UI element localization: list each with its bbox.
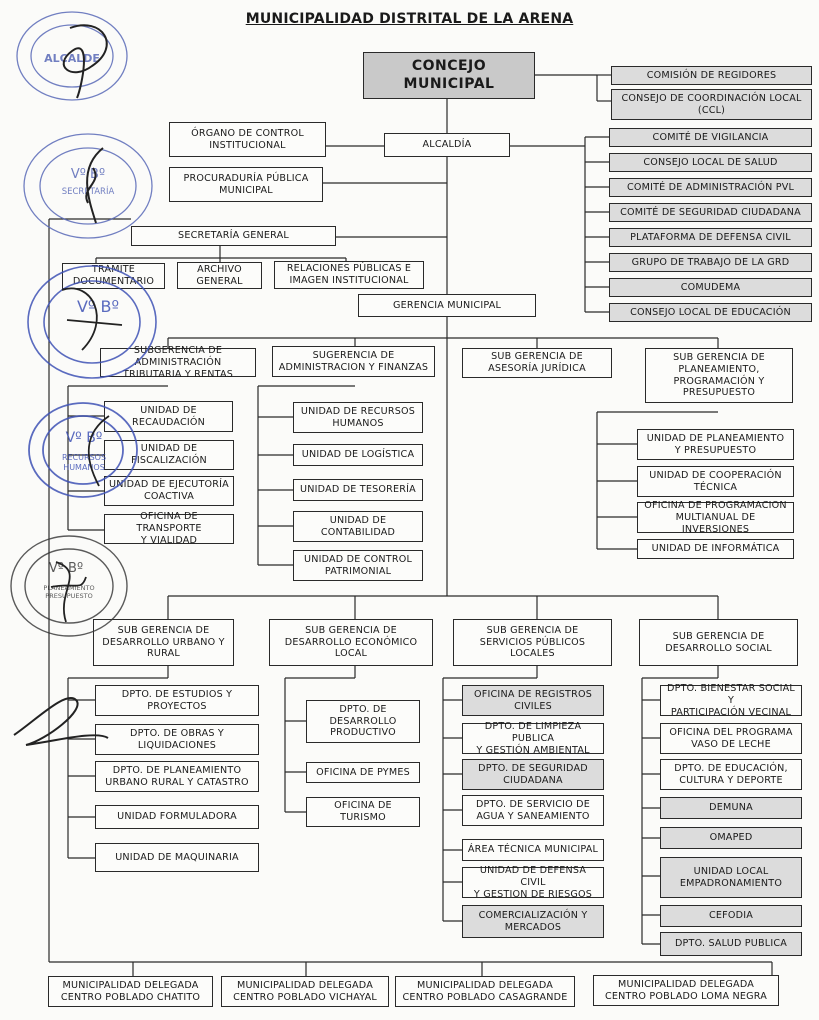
node-sg-admin-finanzas: SUGERENCIA DE ADMINISTRACION Y FINANZAS — [272, 346, 435, 377]
node-secretaria-general: SECRETARÍA GENERAL — [131, 226, 336, 246]
node-dpto-agua: DPTO. DE SERVICIO DE AGUA Y SANEAMIENTO — [462, 795, 604, 826]
node-alcaldia: ALCALDÍA — [384, 133, 510, 157]
node-dpto-obras: DPTO. DE OBRAS Y LIQUIDACIONES — [95, 724, 259, 755]
node-oficina-registros: OFICINA DE REGISTROS CIVILES — [462, 685, 604, 716]
node-md-casagrande: MUNICIPALIDAD DELEGADA CENTRO POBLADO CA… — [395, 976, 575, 1007]
node-sg-planeamiento: SUB GERENCIA DE PLANEAMIENTO, PROGRAMACI… — [645, 348, 793, 403]
node-md-vichayal: MUNICIPALIDAD DELEGADA CENTRO POBLADO VI… — [221, 976, 389, 1007]
node-unidad-contabilidad: UNIDAD DE CONTABILIDAD — [293, 511, 423, 542]
node-comite-seguridad: COMITÉ DE SEGURIDAD CIUDADANA — [609, 203, 812, 222]
node-comision-regidores: COMISIÓN DE REGIDORES — [611, 66, 812, 85]
node-dpto-estudios: DPTO. DE ESTUDIOS Y PROYECTOS — [95, 685, 259, 716]
node-unidad-tesoreria: UNIDAD DE TESORERÍA — [293, 479, 423, 501]
node-dpto-planeamiento-urbano: DPTO. DE PLANEAMIENTO URBANO RURAL Y CAT… — [95, 761, 259, 792]
node-unidad-maquinaria: UNIDAD DE MAQUINARIA — [95, 843, 259, 872]
node-ccl: CONSEJO DE COORDINACIÓN LOCAL (CCL) — [611, 89, 812, 120]
node-md-chatito: MUNICIPALIDAD DELEGADA CENTRO POBLADO CH… — [48, 976, 213, 1007]
node-sg-desarrollo-economico: SUB GERENCIA DE DESARROLLO ECONÓMICO LOC… — [269, 619, 433, 666]
node-comite-pvl: COMITÉ DE ADMINISTRACIÓN PVL — [609, 178, 812, 197]
node-sg-admin-tributaria: SUBGERENCIA DE ADMINISTRACIÓN TRIBUTARIA… — [100, 345, 256, 380]
node-comudema: COMUDEMA — [609, 278, 812, 297]
node-unidad-empadronamiento: UNIDAD LOCAL EMPADRONAMIENTO — [660, 857, 802, 898]
node-sg-asesoria: SUB GERENCIA DE ASESORÍA JURÍDICA — [462, 348, 612, 378]
node-unidad-formuladora: UNIDAD FORMULADORA — [95, 805, 259, 829]
node-unidad-informatica: UNIDAD DE INFORMÁTICA — [637, 539, 794, 559]
node-md-loma-negra: MUNICIPALIDAD DELEGADA CENTRO POBLADO LO… — [593, 975, 779, 1006]
node-cefodia: CEFODIA — [660, 905, 802, 927]
node-comite-vigilancia: COMITÉ DE VIGILANCIA — [609, 128, 812, 147]
node-gerencia-municipal: GERENCIA MUNICIPAL — [358, 294, 536, 317]
node-consejo-educacion: CONSEJO LOCAL DE EDUCACIÓN — [609, 303, 812, 322]
node-procuraduria: PROCURADURÍA PÚBLICA MUNICIPAL — [169, 167, 323, 202]
node-consejo-salud: CONSEJO LOCAL DE SALUD — [609, 153, 812, 172]
node-unidad-control-patrimonial: UNIDAD DE CONTROL PATRIMONIAL — [293, 550, 423, 581]
node-demuna: DEMUNA — [660, 797, 802, 819]
node-oficina-transporte: OFICINA DE TRANSPORTE Y VIALIDAD — [104, 511, 234, 546]
node-unidad-recaudacion: UNIDAD DE RECAUDACIÓN — [104, 401, 233, 432]
node-dpto-educacion: DPTO. DE EDUCACIÓN, CULTURA Y DEPORTE — [660, 759, 802, 790]
node-unidad-rrhh: UNIDAD DE RECURSOS HUMANOS — [293, 402, 423, 433]
node-unidad-planeamiento: UNIDAD DE PLANEAMIENTO Y PRESUPUESTO — [637, 429, 794, 460]
node-oficina-vaso-leche: OFICINA DEL PROGRAMA VASO DE LECHE — [660, 723, 802, 754]
node-sg-desarrollo-social: SUB GERENCIA DE DESARROLLO SOCIAL — [639, 619, 798, 666]
node-unidad-ejecutoria: UNIDAD DE EJECUTORÍA COACTIVA — [104, 476, 234, 506]
node-sg-desarrollo-urbano: SUB GERENCIA DE DESARROLLO URBANO Y RURA… — [93, 619, 234, 666]
node-unidad-cooperacion: UNIDAD DE COOPERACIÓN TÉCNICA — [637, 466, 794, 497]
node-dpto-salud: DPTO. SALUD PUBLICA — [660, 932, 802, 956]
node-oficina-turismo: OFICINA DE TURISMO — [306, 797, 420, 827]
node-dpto-limpieza: DPTO. DE LIMPIEZA PUBLICA Y GESTIÓN AMBI… — [462, 721, 604, 756]
node-sg-servicios-publicos: SUB GERENCIA DE SERVICIOS PÚBLICOS LOCAL… — [453, 619, 612, 666]
node-tramite: TRÁMITE DOCUMENTARIO — [62, 263, 165, 289]
node-area-tecnica: ÁREA TÉCNICA MUNICIPAL — [462, 839, 604, 861]
node-oficina-pymes: OFICINA DE PYMES — [306, 762, 420, 783]
node-comercializacion: COMERCIALIZACIÓN Y MERCADOS — [462, 905, 604, 938]
node-relaciones: RELACIONES PÚBLICAS E IMAGEN INSTITUCION… — [274, 261, 424, 289]
node-oficina-programacion: OFICINA DE PROGRAMACION MULTIANUAL DE IN… — [637, 500, 794, 535]
node-unidad-fiscalizacion: UNIDAD DE FISCALIZACIÓN — [104, 440, 234, 470]
node-concejo-municipal: CONCEJO MUNICIPAL — [363, 52, 535, 99]
node-archivo: ARCHIVO GENERAL — [177, 262, 262, 289]
node-dpto-bienestar: DPTO. BIENESTAR SOCIAL Y PARTICIPACIÓN V… — [660, 683, 802, 718]
node-grupo-grd: GRUPO DE TRABAJO DE LA GRD — [609, 253, 812, 272]
node-unidad-logistica: UNIDAD DE LOGÍSTICA — [293, 444, 423, 466]
node-organo-control: ÓRGANO DE CONTROL INSTITUCIONAL — [169, 122, 326, 157]
node-unidad-defensa-civil: UNIDAD DE DEFENSA CIVIL Y GESTION DE RIE… — [462, 865, 604, 900]
node-omaped: OMAPED — [660, 827, 802, 849]
chart-title: MUNICIPALIDAD DISTRITAL DE LA ARENA — [245, 11, 574, 27]
node-plataforma-defensa: PLATAFORMA DE DEFENSA CIVIL — [609, 228, 812, 247]
node-dpto-desarrollo-productivo: DPTO. DE DESARROLLO PRODUCTIVO — [306, 700, 420, 743]
node-dpto-seguridad: DPTO. DE SEGURIDAD CIUDADANA — [462, 759, 604, 790]
